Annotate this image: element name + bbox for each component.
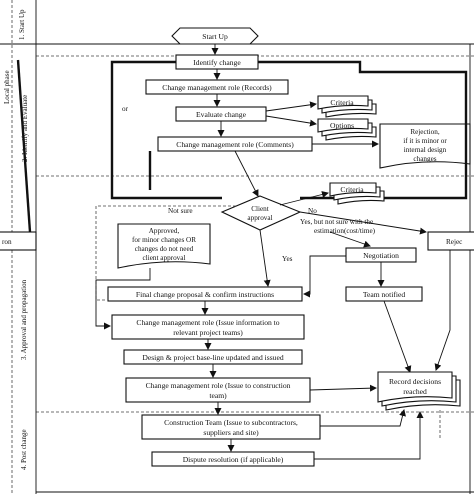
negotiation-node: Negotiation [345,247,417,263]
svg-text:internal design: internal design [404,146,447,154]
edge-label-or: or [122,105,129,113]
svg-text:Design & project base-line upd: Design & project base-line updated and i… [142,353,283,362]
design-baseline-node: Design & project base-line updated and i… [123,349,303,365]
svg-text:Rejection,: Rejection, [410,128,440,136]
client-approval-decision: Client approval [220,195,302,231]
svg-text:Construction Team (Issue to su: Construction Team (Issue to subcontracto… [164,418,298,427]
svg-text:Change management role (Issue: Change management role (Issue informatio… [136,318,279,327]
phase-label-identify: 2. Identify and Evaluate [21,95,29,162]
svg-text:Negotiation: Negotiation [363,251,399,260]
options-document: Options [317,118,377,141]
dispute-resolution-node: Dispute resolution (if applicable) [151,451,315,467]
edge-label-yes: Yes [282,255,293,263]
cm-comments-node: Change management role (Comments) [157,136,313,152]
record-decisions-document: Record decisions reached [377,371,461,411]
edge-label-not-sure: Not sure [168,207,193,215]
approved-note: Approved, for minor changes OR changes d… [117,223,211,269]
edge-label-yes-not-sure-2: estimation(cost/time) [314,227,376,235]
construction-team-node: Construction Team (Issue to subcontracto… [141,414,321,440]
team-notified-node: Team notified [345,286,423,302]
svg-text:Record decisions: Record decisions [389,377,441,386]
svg-text:Change management role (Record: Change management role (Records) [162,83,272,92]
svg-text:Criteria: Criteria [330,98,354,107]
svg-text:Rejec: Rejec [446,238,462,246]
svg-text:Approved,: Approved, [149,227,180,235]
rejection-document: Rejection, if it is minor or internal de… [379,123,471,169]
edge-label-no: No [308,207,317,215]
svg-text:Team notified: Team notified [363,290,405,299]
svg-text:ron: ron [2,238,12,246]
svg-text:Dispute resolution (if applica: Dispute resolution (if applicable) [183,455,284,464]
svg-text:Final change proposal & confir: Final change proposal & confirm instruct… [136,290,274,299]
loop-connectors [110,60,468,200]
svg-text:suppliers and site): suppliers and site) [203,428,259,437]
svg-text:client approval: client approval [143,254,186,262]
svg-text:Start Up: Start Up [202,32,228,41]
svg-text:Change management role (Issue: Change management role (Issue to constru… [146,381,291,390]
phase-label-local: Local phase [3,70,11,104]
svg-text:Options: Options [330,121,354,130]
svg-text:reached: reached [403,387,427,396]
svg-text:approval: approval [247,214,272,222]
final-proposal-node: Final change proposal & confirm instruct… [107,286,303,302]
criteria-document-1: Criteria [317,95,377,118]
start-up-node: Start Up [171,27,259,45]
cm-records-node: Change management role (Records) [145,79,289,95]
svg-text:Client: Client [251,205,269,213]
edge-label-yes-not-sure: Yes, but not sure with the [300,218,373,226]
svg-text:relevant project teams): relevant project teams) [173,328,243,337]
svg-text:Criteria: Criteria [340,185,364,194]
evaluate-change-node: Evaluate change [175,106,267,122]
phase-label-start: 1. Start Up [18,9,26,40]
phase-label-approval: 3. Approval and propagation [20,279,28,360]
svg-text:changes: changes [413,155,436,163]
cropped-left-box: ron or [0,59,129,251]
svg-text:Evaluate change: Evaluate change [196,110,247,119]
svg-text:team): team) [209,391,227,400]
reject-box-cropped: Rejec [427,231,474,251]
svg-text:if it is minor or: if it is minor or [403,137,447,145]
svg-text:for minor changes OR: for minor changes OR [132,236,196,244]
phase-label-post: 4. Post change [20,429,28,470]
cm-construction-node: Change management role (Issue to constru… [125,377,311,403]
svg-text:Change management role (Commen: Change management role (Comments) [176,140,294,149]
cm-issue-node: Change management role (Issue informatio… [111,314,305,340]
criteria-document-2: Criteria [329,182,385,205]
identify-change-node: Identify change [175,54,259,70]
svg-text:changes do not need: changes do not need [135,245,194,253]
svg-text:Identify change: Identify change [193,58,241,67]
